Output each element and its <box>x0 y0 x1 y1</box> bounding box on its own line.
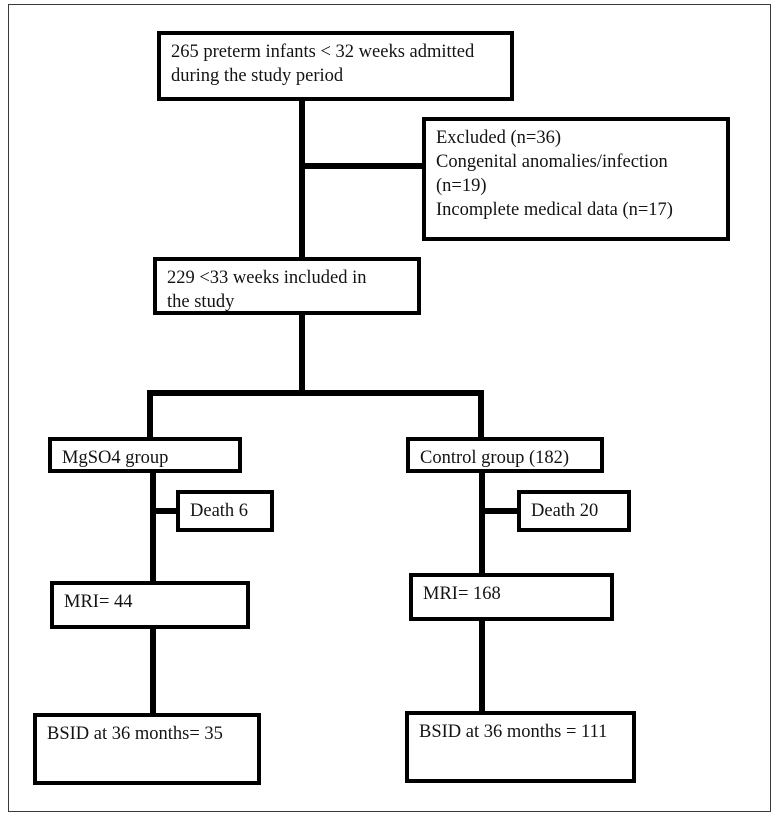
connector-trunk-to-excluded <box>299 163 426 169</box>
node-control-death[interactable]: Death 20 <box>517 490 631 532</box>
node-control-bsid[interactable]: BSID at 36 months = 111 <box>405 711 636 783</box>
connector-admitted-to-included <box>299 100 305 257</box>
node-mgso4-mri-label: MRI= 44 <box>64 592 133 612</box>
connector-mgso4-mri-to-bsid <box>150 628 156 713</box>
node-included[interactable]: 229 <33 weeks included in the study <box>153 257 421 315</box>
node-mgso4-bsid-label: BSID at 36 months= 35 <box>47 724 223 744</box>
node-control-mri[interactable]: MRI= 168 <box>409 573 614 621</box>
node-control-death-label: Death 20 <box>531 501 599 521</box>
node-excluded-label: Excluded (n=36) Congenital anomalies/inf… <box>436 128 673 221</box>
node-mgso4-mri[interactable]: MRI= 44 <box>50 581 250 629</box>
node-included-label: 229 <33 weeks included in the study <box>167 268 367 313</box>
connector-included-to-split <box>299 314 305 396</box>
connector-split-to-control <box>478 390 484 440</box>
node-mgso4-death[interactable]: Death 6 <box>176 490 274 532</box>
connector-mgso4-to-death <box>150 508 178 514</box>
node-mgso4-group[interactable]: MgSO4 group <box>48 437 242 473</box>
node-control-bsid-label: BSID at 36 months = 111 <box>419 722 608 742</box>
node-mgso4-death-label: Death 6 <box>190 501 249 521</box>
node-excluded[interactable]: Excluded (n=36) Congenital anomalies/inf… <box>422 117 730 241</box>
node-control-mri-label: MRI= 168 <box>423 584 501 604</box>
connector-mgso4-to-mri <box>150 472 156 581</box>
node-admitted-infants[interactable]: 265 preterm infants < 32 weeks admitted … <box>157 31 514 101</box>
connector-control-to-death <box>479 508 519 514</box>
connector-control-to-mri <box>479 472 485 581</box>
connector-split-to-mgso4 <box>147 390 153 440</box>
node-mgso4-bsid[interactable]: BSID at 36 months= 35 <box>33 713 261 785</box>
node-admitted-infants-label: 265 preterm infants < 32 weeks admitted … <box>171 42 475 87</box>
page-border <box>8 4 771 812</box>
node-control-group[interactable]: Control group (182) <box>406 437 604 473</box>
connector-control-mri-to-bsid <box>479 620 485 715</box>
node-control-group-label: Control group (182) <box>420 448 570 468</box>
connector-split-bar <box>147 390 484 396</box>
node-mgso4-group-label: MgSO4 group <box>62 448 169 468</box>
